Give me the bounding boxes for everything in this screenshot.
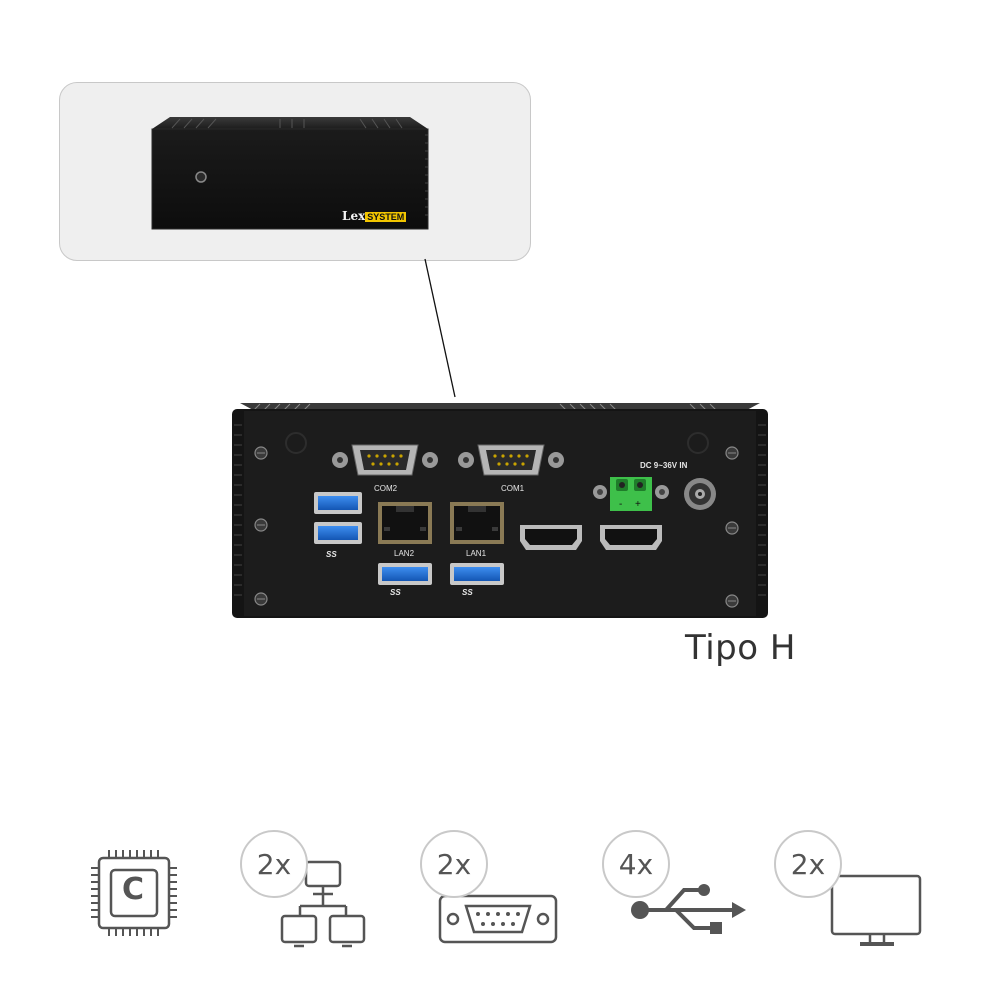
device-front-panel: - + COM2 COM1 LAN2 LAN1 DC 9~36V IN SS S…: [230, 395, 770, 625]
lan1-label: LAN1: [466, 549, 487, 558]
feature-serial: 2x: [418, 828, 568, 958]
hdmi-ports: [520, 525, 662, 550]
com1-port: [458, 444, 564, 476]
dc-jack: [684, 478, 716, 510]
usb-ss-logo-3: SS: [462, 588, 473, 597]
device-top-view: [151, 117, 429, 230]
feature-usb: 4x: [600, 828, 750, 958]
brand-lex-text: Lex: [342, 209, 366, 223]
power-button-icon: [195, 171, 207, 183]
display-count-badge: 2x: [774, 830, 842, 898]
com2-label: COM2: [374, 484, 398, 493]
monitor-icon: [830, 874, 922, 946]
feature-lan: 2x: [238, 828, 378, 958]
com2-port: [332, 444, 438, 476]
serial-count-badge: 2x: [420, 830, 488, 898]
brand-system-text: SYSTEM: [365, 212, 407, 222]
dc-input-label: DC 9~36V IN: [640, 461, 688, 470]
lan2-port: [378, 502, 432, 544]
usb-ss-logo-2: SS: [390, 588, 401, 597]
usb-port-left-stack: [314, 492, 362, 544]
usb-ss-logo-1: SS: [326, 550, 337, 559]
svg-text:-: -: [619, 499, 622, 510]
usb-port-lower: [378, 563, 504, 585]
feature-cpu: C: [85, 828, 185, 958]
cpu-letter: C: [122, 872, 145, 907]
usb-count-badge: 4x: [602, 830, 670, 898]
feature-display: 2x: [772, 828, 932, 958]
lan-count-badge: 2x: [240, 830, 308, 898]
com1-label: COM1: [501, 484, 525, 493]
lan2-label: LAN2: [394, 549, 415, 558]
svg-text:+: +: [635, 499, 641, 510]
dc-terminal-block: - +: [593, 477, 669, 511]
lan1-port: [450, 502, 504, 544]
usb-icon: [631, 884, 746, 934]
serial-port-icon: [438, 894, 558, 944]
model-label: Tipo H: [685, 628, 796, 668]
cpu-icon: [91, 850, 177, 936]
